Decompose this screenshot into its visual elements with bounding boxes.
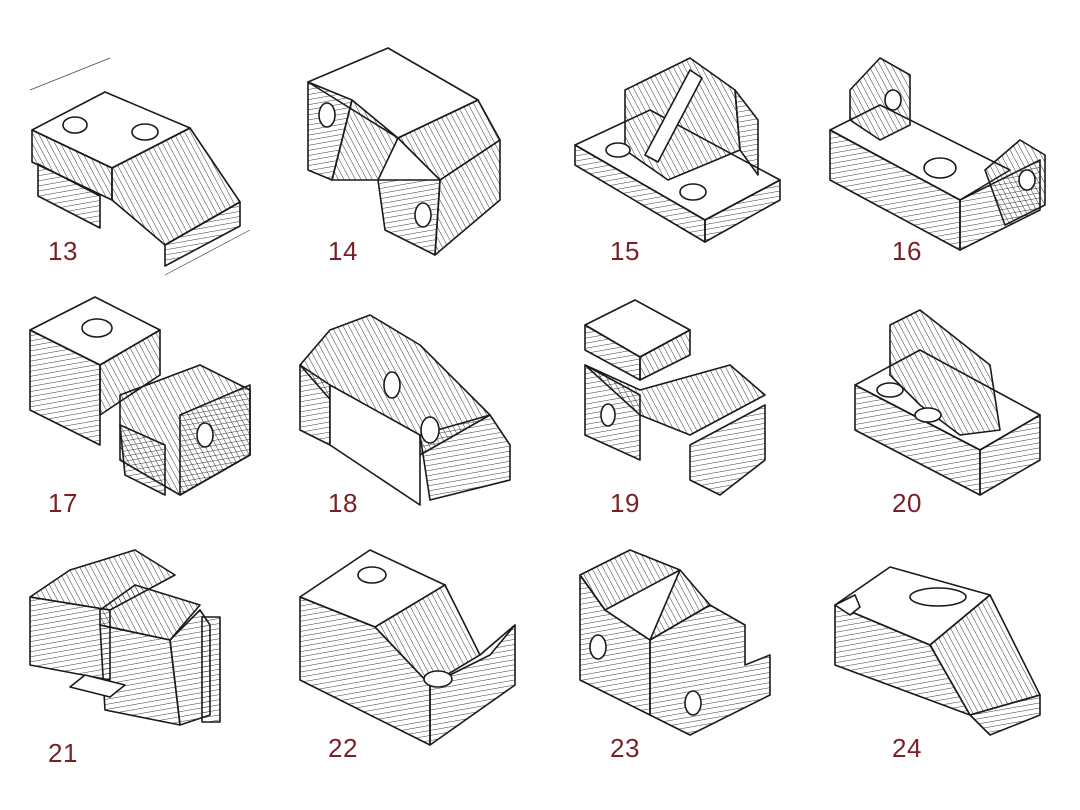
isometric-part-19-icon	[584, 299, 766, 496]
figure-number: 18	[328, 488, 358, 518]
isometric-part-22-icon	[299, 549, 516, 746]
figure-number: 22	[328, 733, 358, 763]
isometric-part-16-icon	[829, 57, 1046, 251]
figure-16: 16	[810, 30, 1080, 300]
figure-number: 13	[48, 236, 78, 266]
figure-number: 20	[892, 488, 922, 518]
figure-20: 20	[810, 285, 1080, 555]
figure-number: 24	[892, 733, 922, 763]
isometric-part-14-icon	[307, 47, 501, 256]
figure-13: 13	[0, 30, 270, 300]
figure-number: 19	[610, 488, 640, 518]
isometric-part-13-icon	[29, 57, 251, 276]
isometric-part-21-icon	[29, 549, 221, 726]
figure-17: 17	[0, 285, 270, 555]
figure-18: 18	[270, 285, 540, 555]
figure-23: 23	[540, 535, 810, 805]
isometric-part-24-icon	[834, 566, 1041, 736]
isometric-part-17-icon	[29, 296, 251, 496]
figure-number: 16	[892, 236, 922, 266]
figure-24: 24	[810, 535, 1080, 805]
isometric-part-18-icon	[299, 314, 511, 506]
figure-19: 19	[540, 285, 810, 555]
figure-21: 21	[0, 535, 270, 805]
figure-number: 17	[48, 488, 78, 518]
figure-number: 14	[328, 236, 358, 266]
figure-14: 14	[270, 30, 540, 300]
figure-number: 23	[610, 733, 640, 763]
isometric-part-23-icon	[579, 549, 771, 736]
figure-number: 15	[610, 236, 640, 266]
figure-15: 15	[540, 30, 810, 300]
figure-number: 21	[48, 738, 78, 768]
isometric-part-20-icon	[854, 309, 1041, 496]
isometric-part-15-icon	[574, 57, 781, 243]
figure-22: 22	[270, 535, 540, 805]
